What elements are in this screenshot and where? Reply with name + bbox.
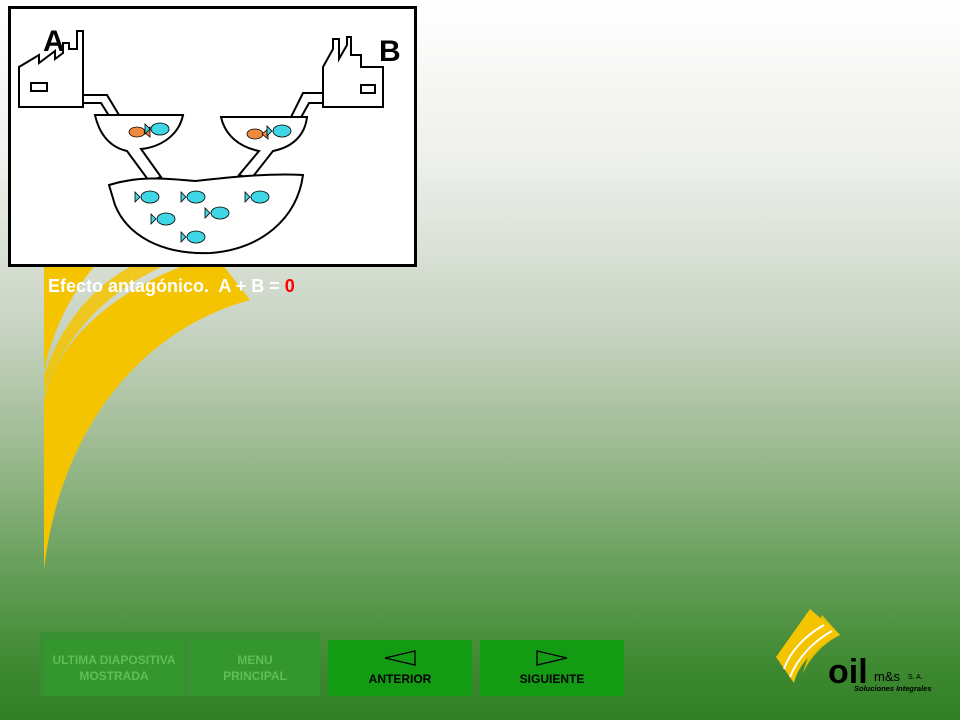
- main-menu-label-line2: PRINCIPAL: [223, 669, 287, 683]
- next-button[interactable]: SIGUIENTE: [480, 640, 624, 696]
- logo-swoosh-icon: [776, 609, 840, 683]
- logo-brand: oil: [828, 653, 868, 691]
- previous-button[interactable]: ANTERIOR: [328, 640, 472, 696]
- factory-b-icon: [322, 36, 384, 108]
- last-slide-label-line2: MOSTRADA: [79, 669, 149, 683]
- bowl-a: [93, 114, 185, 183]
- next-label: SIGUIENTE: [519, 672, 585, 686]
- logo-tagline: Soluciones Integrales: [854, 684, 932, 693]
- logo-graphic: oil m&s S. A. Soluciones Integrales: [776, 609, 932, 693]
- factories-and-fish-illustration: [18, 30, 384, 255]
- fish-cyan-c4: [150, 212, 176, 226]
- fish-cyan-c6: [180, 230, 206, 244]
- fish-cyan-c1: [134, 190, 160, 204]
- last-slide-button[interactable]: ULTIMA DIAPOSITIVA MOSTRADA: [44, 640, 184, 696]
- previous-label: ANTERIOR: [368, 672, 432, 686]
- fish-cyan-c5: [204, 206, 230, 220]
- fish-cyan-c2: [180, 190, 206, 204]
- main-menu-button[interactable]: MENU PRINCIPAL: [190, 640, 320, 696]
- arrow-right-icon: [536, 650, 568, 666]
- factory-a-icon: [18, 30, 84, 108]
- last-slide-label-line1: ULTIMA DIAPOSITIVA: [52, 653, 176, 667]
- pollution-diagram: A B: [8, 6, 417, 267]
- fish-cyan-a: [144, 122, 170, 136]
- label-b: B: [379, 35, 401, 68]
- fish-cyan-b: [266, 124, 292, 138]
- logo-brand-suffix: m&s: [874, 669, 901, 684]
- bowl-b: [219, 116, 309, 181]
- arrow-left-icon: [384, 650, 416, 666]
- caption-text: Efecto antagónico. A + B =: [48, 276, 285, 296]
- fish-cyan-c3: [244, 190, 270, 204]
- logo-company-type: S. A.: [908, 674, 923, 681]
- caption-result: 0: [284, 276, 295, 296]
- effect-caption: Efecto antagónico. A + B = 0: [48, 276, 295, 297]
- company-logo: oil m&s S. A. Soluciones Integrales: [770, 605, 945, 710]
- label-a: A: [43, 25, 65, 58]
- main-menu-label-line1: MENU: [237, 653, 273, 667]
